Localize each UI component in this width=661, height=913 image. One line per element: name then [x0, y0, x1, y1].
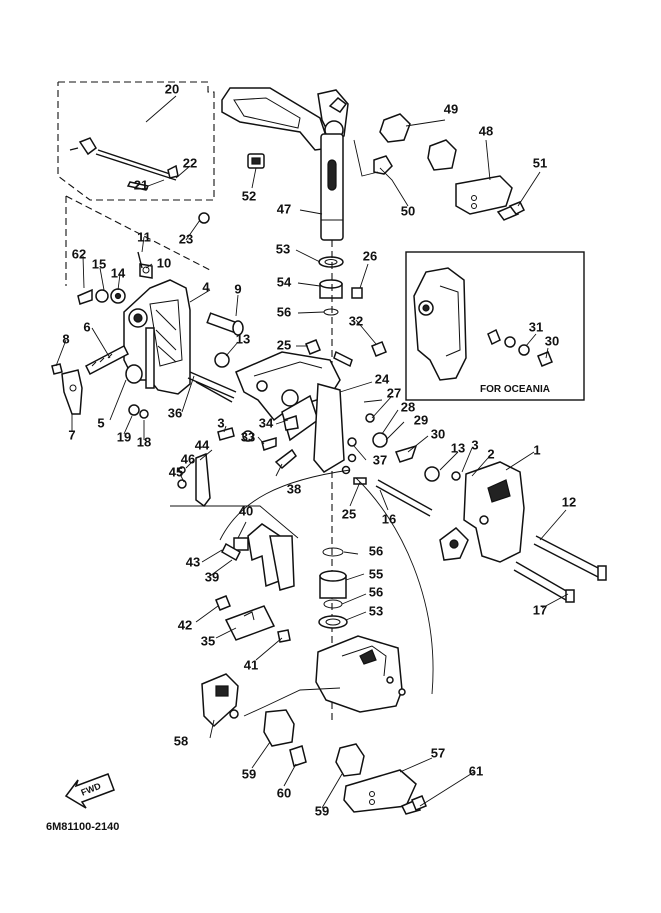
lower-mount	[315, 635, 406, 713]
callout-30a: 30	[545, 333, 559, 348]
callout-46: 46	[181, 451, 195, 466]
callout-58: 58	[174, 733, 188, 748]
inset-caption: FOR OCEANIA	[480, 384, 550, 395]
callout-53a: 53	[276, 241, 290, 256]
callout-59b: 59	[315, 803, 329, 818]
callout-42: 42	[178, 617, 192, 632]
small-parts-left	[51, 251, 244, 419]
clip-52	[247, 153, 265, 169]
callout-56c: 56	[369, 584, 383, 599]
group-box-left	[65, 195, 211, 286]
callout-38: 38	[287, 481, 301, 496]
callout-54: 54	[277, 274, 292, 289]
callout-59a: 59	[242, 766, 256, 781]
callout-36: 36	[168, 405, 182, 420]
callout-41: 41	[244, 657, 258, 672]
callout-22: 22	[183, 155, 197, 170]
rod-20	[69, 137, 210, 224]
callout-10: 10	[157, 255, 171, 270]
callout-6: 6	[83, 319, 90, 334]
callout-43: 43	[186, 554, 200, 569]
callout-3b: 3	[471, 437, 478, 452]
callout-18: 18	[137, 434, 151, 449]
callout-31: 31	[529, 319, 543, 334]
callout-26: 26	[363, 248, 377, 263]
callout-4: 4	[202, 279, 210, 294]
lower-bushings	[318, 547, 348, 629]
callout-50: 50	[401, 203, 415, 218]
callout-labels: 20 22 21 23 11 62 15 14 10 4 9 6 8 7 5 1…	[62, 81, 576, 818]
callout-57: 57	[431, 745, 445, 760]
clip-60	[289, 745, 307, 767]
clamp-bracket-right	[375, 461, 607, 603]
callout-28: 28	[401, 399, 415, 414]
callout-5: 5	[97, 415, 104, 430]
callout-44: 44	[195, 437, 210, 452]
callout-35: 35	[201, 633, 215, 648]
callout-3a: 3	[217, 415, 224, 430]
callout-12: 12	[562, 494, 576, 509]
fwd-arrow-icon: FWD	[64, 773, 115, 809]
swivel-bracket-center	[235, 351, 345, 473]
cap-50	[373, 155, 393, 175]
callout-23: 23	[179, 231, 193, 246]
callout-62: 62	[72, 246, 86, 261]
callout-16: 16	[382, 511, 396, 526]
bracket-58	[201, 673, 239, 728]
pins-36	[187, 371, 237, 403]
callout-13b: 13	[451, 440, 465, 455]
tiller-handle	[221, 87, 349, 241]
callout-24: 24	[375, 371, 390, 386]
leader-lines	[55, 95, 569, 809]
callout-60: 60	[277, 785, 291, 800]
callout-29: 29	[414, 412, 428, 427]
group-box-20	[57, 81, 215, 201]
steering-bushings	[318, 256, 363, 316]
bolt-51	[496, 201, 526, 221]
callout-13a: 13	[236, 331, 250, 346]
callout-53b: 53	[369, 603, 383, 618]
callout-19: 19	[117, 429, 131, 444]
callout-48: 48	[479, 123, 493, 138]
fasteners-center	[217, 339, 418, 485]
callout-61: 61	[469, 763, 483, 778]
callout-14: 14	[111, 265, 126, 280]
callout-21: 21	[134, 177, 148, 192]
bolt-61	[400, 795, 427, 815]
callout-30b: 30	[431, 426, 445, 441]
callout-8: 8	[62, 331, 69, 346]
diagram-code: 6M81100-2140	[46, 821, 119, 833]
tilt-lever-parts	[177, 452, 295, 643]
callout-56b: 56	[369, 543, 383, 558]
callout-2: 2	[487, 446, 494, 461]
callout-47: 47	[277, 201, 291, 216]
callout-15: 15	[92, 256, 106, 271]
callout-49: 49	[444, 101, 458, 116]
callout-17: 17	[533, 602, 547, 617]
callout-9: 9	[234, 281, 241, 296]
cover-48	[455, 175, 513, 215]
callout-34: 34	[259, 415, 274, 430]
callout-25a: 25	[277, 337, 291, 352]
callout-55: 55	[369, 566, 383, 581]
callout-56a: 56	[277, 304, 291, 319]
callout-52: 52	[242, 188, 256, 203]
callout-1: 1	[533, 442, 540, 457]
callout-25b: 25	[342, 506, 356, 521]
callout-32: 32	[349, 313, 363, 328]
callout-51: 51	[533, 155, 547, 170]
callout-27: 27	[387, 385, 401, 400]
cap-49	[379, 113, 457, 171]
callout-20: 20	[165, 81, 179, 96]
callout-11: 11	[137, 229, 151, 244]
callout-33: 33	[241, 429, 255, 444]
cap-59	[263, 709, 365, 777]
callout-7: 7	[68, 427, 75, 442]
callout-37: 37	[373, 452, 387, 467]
callout-45: 45	[169, 464, 183, 479]
callout-40: 40	[239, 503, 253, 518]
callout-39: 39	[205, 569, 219, 584]
inset-oceania: FOR OCEANIA	[405, 251, 585, 401]
